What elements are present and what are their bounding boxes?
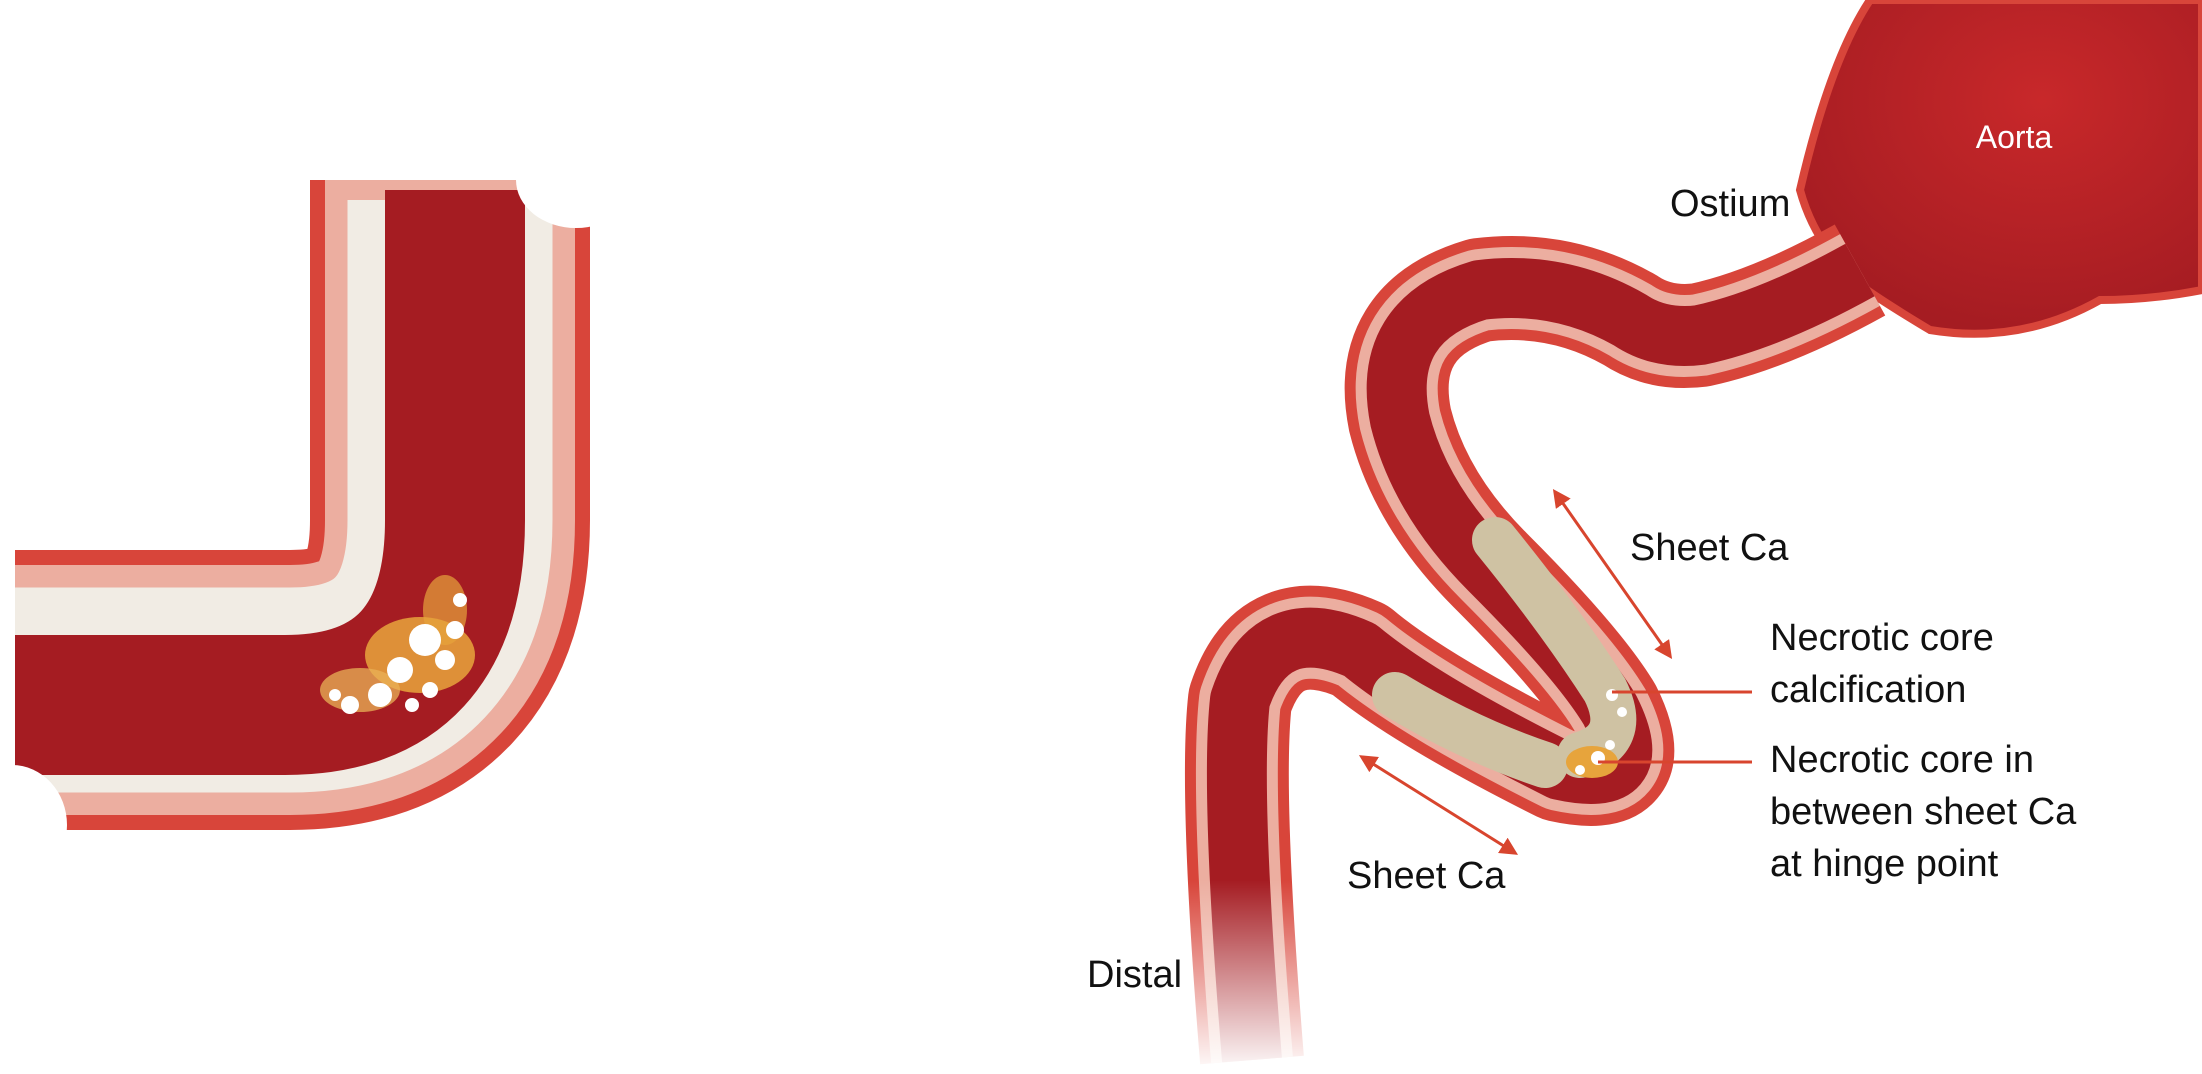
bent-vessel-cross-section [0, 0, 760, 1074]
label-necrotic-calc-line-2: calcification [1770, 669, 1966, 711]
label-sheet-ca-upper: Sheet Ca [1630, 527, 1789, 569]
label-necrotic-between-line-2: between sheet Ca [1770, 791, 2077, 833]
coronary-lumen [1237, 270, 1860, 1060]
label-aorta: Aorta [1976, 119, 2053, 155]
label-necrotic-between-line-1: Necrotic core in [1770, 739, 2034, 781]
label-distal: Distal [1087, 954, 1182, 996]
label-ostium: Ostium [1670, 183, 1790, 225]
label-necrotic-between-line-3: at hinge point [1770, 843, 1999, 885]
label-sheet-ca-lower: Sheet Ca [1347, 855, 1506, 897]
label-necrotic-between: Necrotic core in between sheet Ca at hin… [1770, 739, 2087, 885]
label-necrotic-calcification: Necrotic core calcification [1770, 617, 2004, 711]
distal-fade [1180, 880, 1330, 1074]
label-necrotic-calc-line-1: Necrotic core [1770, 617, 1994, 659]
